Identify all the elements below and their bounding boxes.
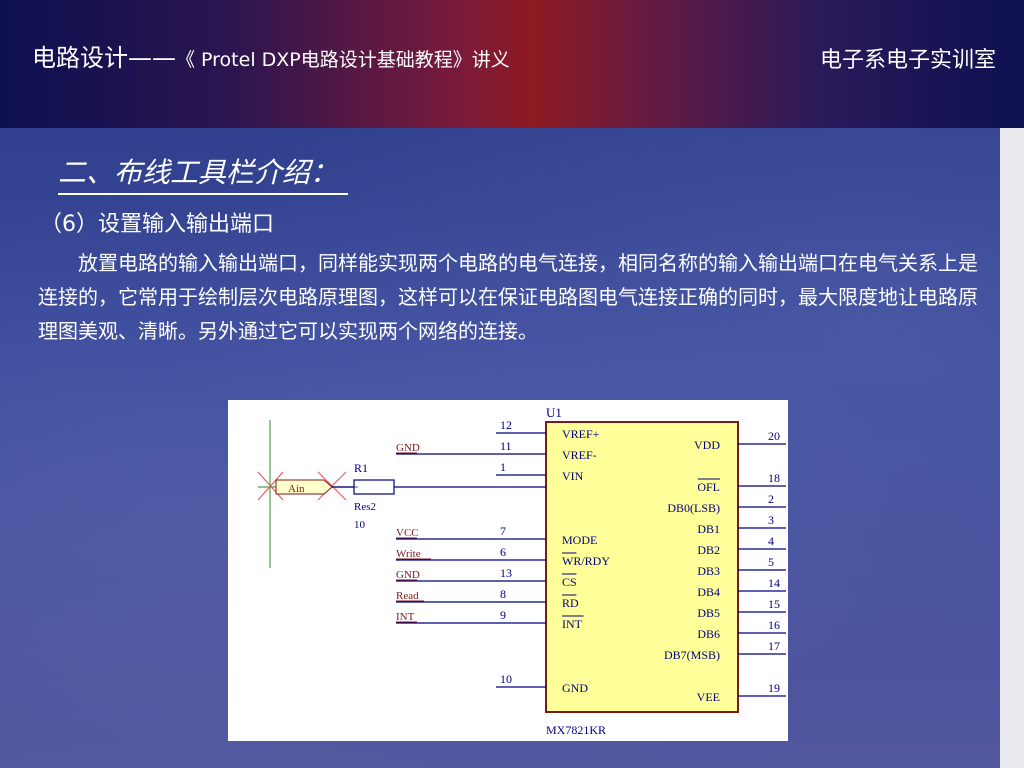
pin-name: RD [562,596,579,610]
pin-number: 6 [500,545,506,559]
net-label: Read [396,590,419,602]
pin-number: 5 [768,555,774,569]
net-label: VCC [396,527,419,539]
chip-part: MX7821KR [546,723,606,737]
pin-number: 2 [768,492,774,506]
pin-number: 1 [500,460,506,474]
chip-ref: U1 [546,405,562,420]
pin-number: 14 [768,576,780,590]
pin-number: 15 [768,597,780,611]
chip-body [545,421,739,713]
pin-number: 11 [500,439,512,453]
net-label: GND [396,569,420,581]
pin-name: DB1 [697,522,720,536]
pin-name: DB5 [697,606,720,620]
pin-name: DB3 [697,564,720,578]
pin-name: DB0(LSB) [667,501,720,515]
pin-number: 4 [768,534,774,548]
pin-name: DB2 [697,543,720,557]
pin-name: INT [562,617,583,631]
pin-name: VREF+ [562,427,600,441]
slide-title: 电路设计——《 Protel DXP电路设计基础教程》讲义 [32,38,510,73]
pin-number: 9 [500,608,506,622]
pin-number: 20 [768,429,780,443]
department-label: 电子系电子实训室 [819,48,996,73]
pin-name: DB7(MSB) [664,648,720,662]
resistor-ref: R1 [354,461,368,475]
schematic-diagram: U1 MX7821KR Ain R1 Res2 10 12VREF+11VREF… [257,405,786,737]
title-main: 电路设计—— [32,44,176,72]
port-cross-left-b [257,471,284,501]
pin-number: 8 [500,587,506,601]
pin-name: GND [562,681,588,695]
title-sub: 《 Protel DXP电路设计基础教程》讲义 [176,49,510,71]
pin-name: WR/RDY [562,554,610,568]
pin-name: VDD [694,438,720,452]
net-label: INT [396,611,415,623]
resistor-name: Res2 [354,501,376,513]
resistor-value: 10 [354,519,366,531]
pin-name: VREF- [562,448,597,462]
net-label: GND [396,442,420,454]
pin-number: 7 [500,524,506,538]
section-paragraph: 放置电路的输入输出端口，同样能实现两个电路的电气连接，相同名称的输入输出端口在电… [38,251,978,343]
right-stripe [1000,128,1024,768]
section-title: 二、布线工具栏介绍： [58,155,349,195]
pin-name: DB6 [697,627,720,641]
net-label: Write [396,548,421,560]
pin-name: CS [562,575,577,589]
pin-number: 18 [768,471,780,485]
pin-name: VEE [697,690,720,704]
resistor-body [353,479,395,495]
port-cross-right-b [317,471,347,501]
pin-number: 3 [768,513,774,527]
section-subtitle: （6）设置输入输出端口 [40,212,274,237]
ain-port [275,479,333,495]
pin-name: VIN [562,469,584,483]
pin-number: 10 [500,672,512,686]
pin-number: 16 [768,618,780,632]
slide-header: 电路设计——《 Protel DXP电路设计基础教程》讲义 电子系电子实训室 [0,0,1024,128]
ain-port-label: Ain [288,483,305,495]
pin-number: 17 [768,639,780,653]
pin-number: 13 [500,566,512,580]
pin-number: 19 [768,681,780,695]
pin-name: OFL [697,480,720,494]
pin-number: 12 [500,418,512,432]
pin-name: DB4 [697,585,720,599]
pin-name: MODE [562,533,597,547]
